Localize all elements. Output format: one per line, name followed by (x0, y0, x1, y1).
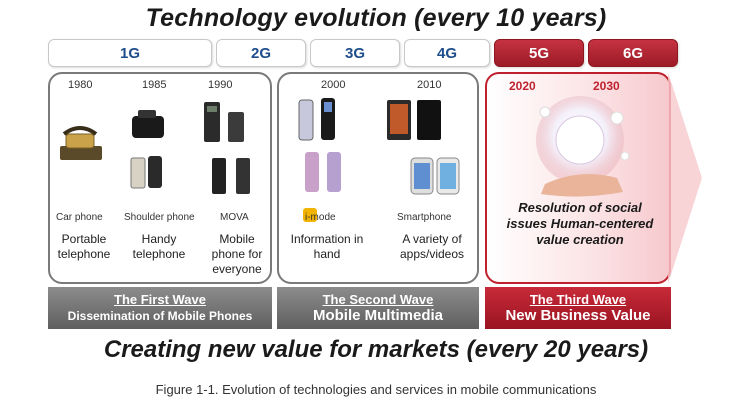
device-label: Car phone (56, 212, 103, 223)
first-wave-footer: The First Wave Dissemination of Mobile P… (48, 287, 272, 329)
generation-label: 2G (250, 44, 271, 62)
second-wave-panel: 2000 2010 i-mode Smartphone Information … (277, 72, 479, 284)
wave-subtitle: Dissemination of Mobile Phones (67, 309, 253, 323)
generation-tab-2g: 2G (216, 39, 306, 67)
flip-phone-pair-icon (305, 152, 341, 192)
bottom-title: Creating new value for markets (every 20… (103, 336, 649, 363)
generation-tab-3g: 3G (310, 39, 400, 67)
year-label: 2030 (593, 79, 620, 93)
arrow-tip-shape (668, 72, 702, 284)
generation-label: 6G (622, 44, 643, 62)
smartphone-icon (387, 100, 441, 140)
device-label: Shoulder phone (124, 212, 195, 223)
generation-label: 1G (119, 44, 140, 62)
wave3-description: Resolution of social issues Human-center… (506, 200, 654, 247)
year-label: 1980 (68, 79, 93, 91)
hand-globe-icon (536, 96, 630, 197)
wave2-description: Information in hand (290, 232, 364, 261)
figure-caption: Figure 1-1. Evolution of technologies an… (155, 382, 597, 397)
generation-label: 4G (436, 44, 457, 62)
device-label: i-mode (305, 212, 336, 223)
mova-phone-pair-icon (212, 158, 250, 194)
car-phone-icon (60, 126, 102, 160)
generation-tab-4g: 4G (404, 39, 490, 67)
shoulder-phone-icon (132, 110, 164, 138)
generation-tab-1g: 1G (48, 39, 212, 67)
first-wave-panel: 1980 1985 1990 Car phone Shoulder phone … (48, 72, 272, 284)
device-label: Smartphone (397, 212, 452, 223)
wave-title: The Second Wave (322, 292, 434, 307)
year-label: 2020 (509, 79, 536, 93)
wave1-description: Mobile phone for everyone (211, 232, 263, 276)
year-label: 1985 (142, 79, 167, 91)
generation-tab-6g: 6G (588, 39, 678, 67)
year-label: 1990 (208, 79, 233, 91)
shoulder-phone-handset-icon (130, 156, 162, 189)
i-mode-logo-icon (303, 208, 317, 222)
generation-tab-5g: 5G (494, 39, 584, 67)
wave-title: The Third Wave (529, 292, 627, 307)
mova-phone-icon (204, 102, 244, 142)
iphone-pair-icon (410, 157, 460, 195)
wave2-description: A variety of apps/videos (399, 232, 465, 261)
year-label: 2000 (321, 79, 346, 91)
year-label: 2010 (417, 79, 442, 91)
third-wave-panel: 2020 2030 Resolution of social issues Hu… (485, 72, 671, 284)
wave-title: The First Wave (114, 292, 206, 307)
wave1-description: Handy telephone (132, 232, 186, 261)
generation-label: 3G (344, 44, 365, 62)
generation-label: 5G (528, 44, 549, 62)
device-label: MOVA (220, 212, 249, 223)
flip-phone-icon (298, 98, 335, 141)
wave-subtitle: New Business Value (505, 307, 651, 324)
wave-subtitle: Mobile Multimedia (312, 307, 443, 324)
top-title: Technology evolution (every 10 years) (145, 4, 607, 32)
third-wave-footer: The Third Wave New Business Value (485, 287, 671, 329)
second-wave-footer: The Second Wave Mobile Multimedia (277, 287, 479, 329)
wave1-description: Portable telephone (57, 232, 111, 261)
